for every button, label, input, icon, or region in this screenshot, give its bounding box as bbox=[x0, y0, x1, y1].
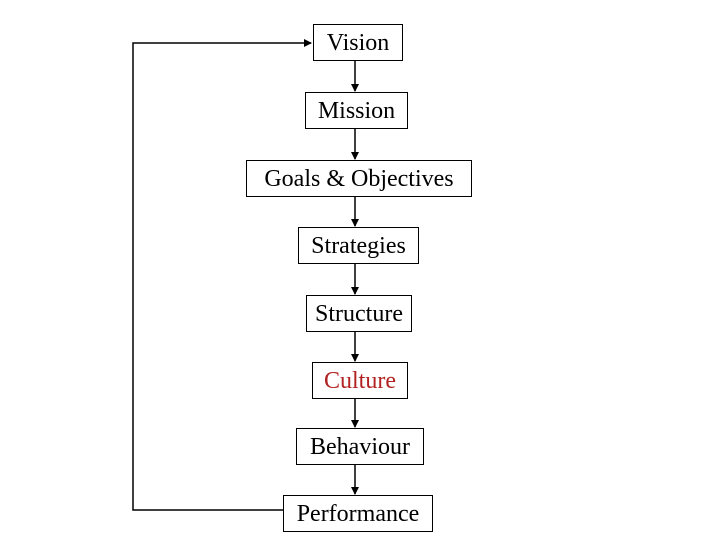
node-label-structure: Structure bbox=[315, 300, 403, 327]
node-vision: Vision bbox=[313, 24, 403, 61]
node-label-vision: Vision bbox=[326, 29, 390, 56]
node-culture: Culture bbox=[312, 362, 408, 399]
node-label-mission: Mission bbox=[317, 97, 396, 124]
node-performance: Performance bbox=[283, 495, 433, 532]
node-label-performance: Performance bbox=[296, 500, 420, 527]
feedback-loop-arrow bbox=[132, 39, 312, 511]
node-structure: Structure bbox=[306, 295, 412, 332]
node-behaviour: Behaviour bbox=[296, 428, 424, 465]
node-label-goals-objectives: Goals & Objectives bbox=[264, 165, 454, 192]
node-strategies: Strategies bbox=[298, 227, 419, 264]
node-mission: Mission bbox=[305, 92, 408, 129]
node-label-culture: Culture bbox=[324, 367, 396, 394]
node-goals-objectives: Goals & Objectives bbox=[246, 160, 472, 197]
node-label-behaviour: Behaviour bbox=[310, 433, 410, 460]
node-label-strategies: Strategies bbox=[311, 232, 406, 259]
